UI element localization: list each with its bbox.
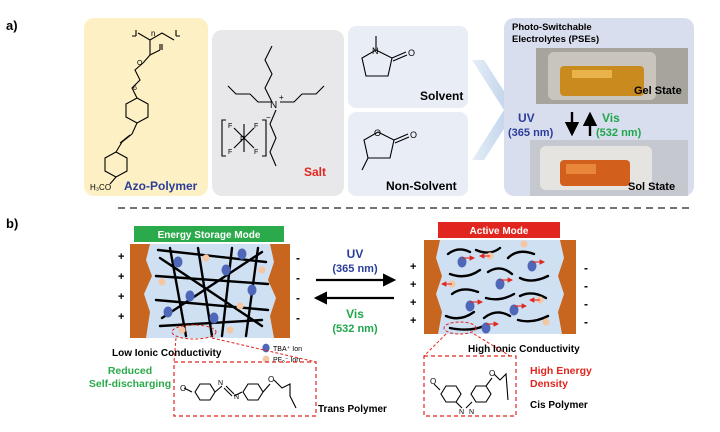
left-minus: -: [296, 251, 300, 265]
salt-f-atom: F: [254, 149, 258, 156]
solvent-n-atom: N: [372, 46, 379, 56]
reduced-line2: Self-discharging: [89, 378, 171, 390]
trans-polymer-box: [173, 361, 317, 417]
right-plus: +: [410, 279, 416, 291]
left-plus: +: [118, 291, 124, 303]
tba-ion-label: TBA⁺ Ion: [273, 345, 302, 353]
b-uv-label: UV: [347, 247, 364, 261]
solvent-structure: [361, 36, 408, 77]
left-minus: -: [296, 271, 300, 285]
trans-o-atom: O: [268, 375, 274, 384]
pf6-ion-label: PF₆⁻ Ion: [273, 357, 300, 364]
cis-o-atom: O: [489, 369, 495, 378]
cis-n-atom: N: [469, 409, 474, 416]
salt-f-atom: F: [228, 123, 232, 130]
trans-polymer-structure: [183, 379, 297, 409]
cis-zoom-line: [423, 333, 447, 357]
left-plus: +: [118, 251, 124, 263]
cis-polymer-label: Cis Polymer: [530, 400, 588, 411]
cis-polymer-structure: [433, 372, 509, 409]
pf6-legend-marker: [262, 355, 270, 363]
energy-storage-mode: Energy Storage Mode: [158, 230, 261, 241]
solvent-name: Solvent: [420, 89, 463, 103]
trans-polymer-label: Trans Polymer: [318, 404, 387, 415]
trans-zoom-line: [211, 337, 317, 363]
right-plus: +: [410, 261, 416, 273]
trans-zoom-line: [173, 337, 177, 363]
left-plus: +: [118, 271, 124, 283]
a-vis-wavelength: (532 nm): [596, 127, 642, 139]
trans-o-atom: O: [180, 384, 186, 393]
cis-n-atom: N: [459, 409, 464, 416]
azo-polymer-box: [84, 18, 208, 196]
polymer-sub-6: 6: [133, 85, 137, 92]
panel-b-label: b): [6, 216, 18, 231]
trans-n-atom: N: [234, 394, 239, 401]
b-vis-wavelength: (532 nm): [332, 323, 378, 335]
solvent-box: [348, 26, 468, 108]
cis-polymer-box: [423, 355, 517, 417]
sol-state-label: Sol State: [628, 181, 675, 193]
solvent-o-atom: O: [408, 48, 415, 58]
right-minus: -: [584, 279, 588, 293]
nonsolvent-o-atom: O: [410, 130, 417, 140]
left-cell: [130, 244, 290, 340]
nonsolvent-box: [348, 112, 468, 196]
salt-minus: −: [266, 113, 271, 122]
salt-f-atom: F: [254, 123, 258, 130]
salt-n-atom: N: [270, 100, 277, 111]
reduced-line1: Reduced: [108, 365, 152, 377]
nonsolvent-o-atom: O: [374, 128, 381, 138]
trans-n-atom: N: [218, 380, 223, 387]
salt-f-atom: F: [228, 149, 232, 156]
b-vis-label: Vis: [346, 307, 364, 321]
right-cell: [424, 240, 576, 335]
gel-vial-photo: [536, 48, 688, 104]
active-mode-banner: [438, 222, 560, 238]
right-minus: -: [584, 297, 588, 311]
salt-structure: [221, 45, 325, 167]
sol-vial-photo: [530, 140, 688, 196]
right-minus: -: [584, 315, 588, 329]
active-mode: Active Mode: [470, 226, 529, 237]
salt-name: Salt: [304, 165, 326, 179]
high-energy-line2: Density: [530, 378, 568, 390]
right-minus: -: [584, 261, 588, 275]
right-plus: +: [410, 297, 416, 309]
pse-title-line2: Electrolytes (PSEs): [512, 34, 599, 45]
gel-state-label: Gel State: [634, 85, 682, 97]
nonsolvent-name: Non-Solvent: [386, 179, 457, 193]
high-ionic-conductivity: High Ionic Conductivity: [468, 344, 580, 355]
azo-polymer-name: Azo-Polymer: [124, 179, 198, 193]
high-energy-line1: High Energy: [530, 365, 592, 377]
a-vis-label: Vis: [602, 111, 620, 125]
energy-storage-banner: [134, 226, 284, 242]
b-uv-wavelength: (365 nm): [332, 263, 378, 275]
salt-p-atom: P: [240, 135, 245, 144]
cis-o-atom: O: [430, 377, 436, 386]
pse-title-line1: Photo-Switchable: [512, 22, 592, 33]
polymer-sub-n: n: [151, 29, 155, 38]
left-plus: +: [118, 311, 124, 323]
a-uv-label: UV: [518, 111, 535, 125]
azo-polymer-structure: [104, 30, 180, 185]
salt-box: [212, 30, 344, 196]
salt-plus: +: [279, 93, 284, 102]
a-uv-wavelength: (365 nm): [508, 127, 554, 139]
cis-zoom-line: [473, 333, 511, 357]
nonsolvent-structure: [361, 131, 410, 171]
panel-a-label: a): [6, 18, 18, 33]
left-minus: -: [296, 291, 300, 305]
tba-legend-marker: [262, 343, 270, 353]
left-minus: -: [296, 311, 300, 325]
polymer-o-atom: O: [137, 60, 143, 67]
polymer-methoxy: H₃CO: [90, 183, 111, 192]
right-plus: +: [410, 315, 416, 327]
low-ionic-conductivity: Low Ionic Conductivity: [112, 348, 222, 359]
